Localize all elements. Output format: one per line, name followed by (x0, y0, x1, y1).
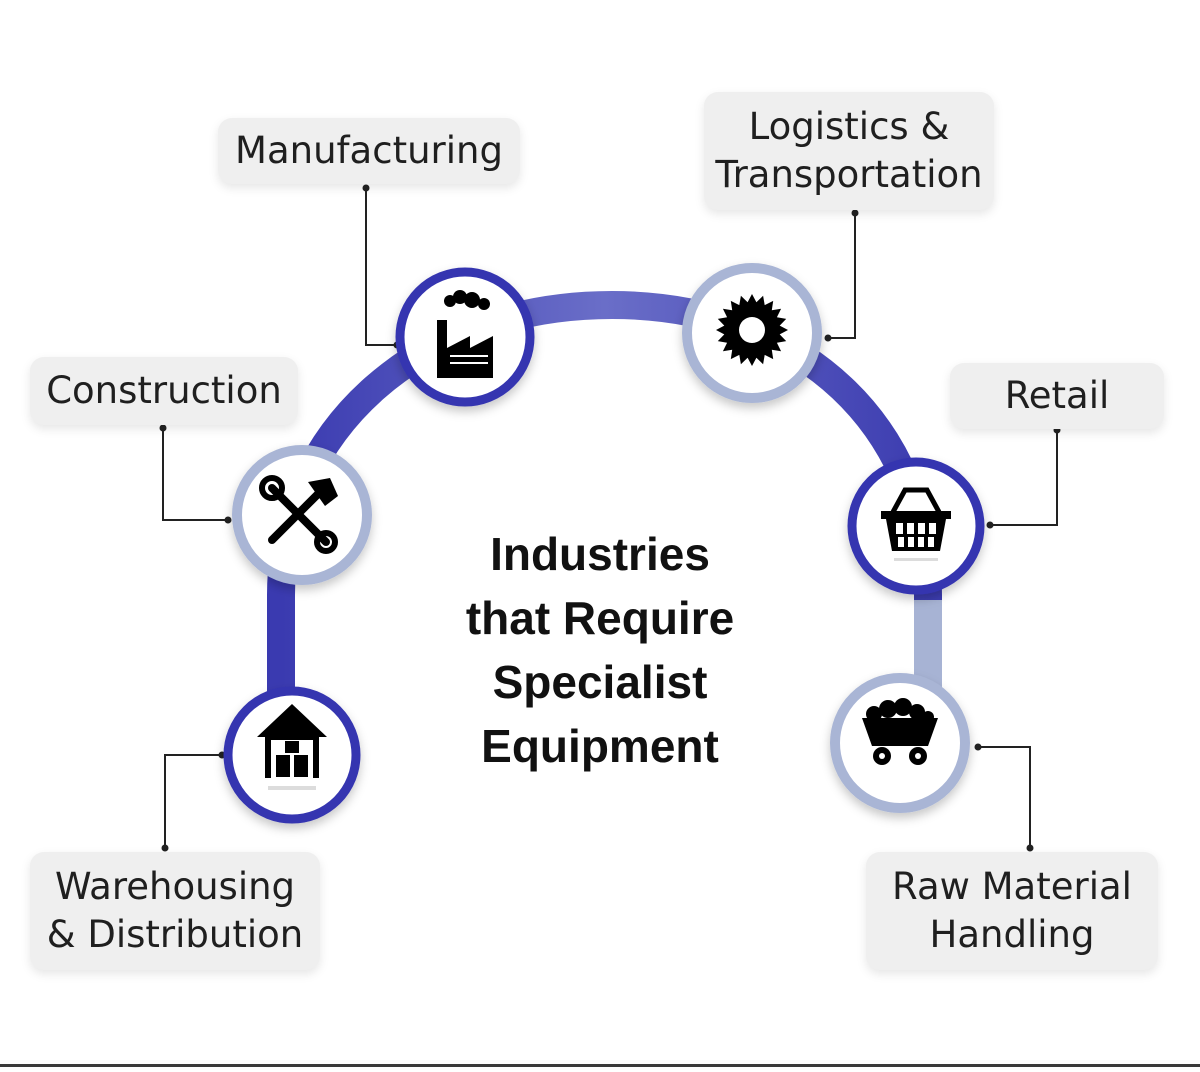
label-raw-material: Raw Material Handling (866, 852, 1158, 970)
connector-retail (990, 430, 1058, 526)
label-construction-text: Construction (46, 369, 282, 412)
label-warehousing: Warehousing & Distribution (30, 852, 320, 970)
connector-manufacturing (365, 188, 397, 346)
label-retail: Retail (950, 363, 1164, 429)
connector-raw-material (978, 746, 1031, 848)
connector-warehousing (164, 754, 222, 848)
label-raw-material-line-1: Raw Material (892, 865, 1132, 908)
label-warehousing-line-1: Warehousing (54, 865, 296, 908)
connector-dots (159, 184, 1061, 852)
label-manufacturing-text: Manufacturing (235, 129, 503, 172)
label-warehousing-line-2: & Distribution (46, 913, 304, 956)
connector-logistics (828, 213, 856, 339)
label-logistics: Logistics & Transportation (704, 92, 994, 210)
gear-icon (716, 294, 788, 366)
title-line-2: that Require (465, 592, 735, 644)
diagram-title: Industries that Require Specialist Equip… (400, 522, 800, 778)
title-line-4: Equipment (481, 720, 719, 772)
tools-icon (259, 475, 338, 554)
label-logistics-line-2: Transportation (715, 153, 983, 196)
connector-construction (162, 428, 228, 521)
label-construction: Construction (30, 357, 298, 425)
label-logistics-line-1: Logistics & (748, 105, 950, 148)
mine-cart-icon (862, 698, 938, 765)
label-retail-text: Retail (1004, 374, 1110, 417)
title-line-3: Specialist (492, 656, 708, 708)
bottom-divider (0, 1064, 1200, 1067)
connectors (162, 188, 1058, 848)
gear-hub (739, 317, 765, 343)
basket-icon (881, 487, 951, 561)
label-raw-material-line-2: Handling (929, 913, 1095, 956)
factory-icon (437, 290, 493, 378)
title-line-1: Industries (490, 528, 710, 580)
node-manufacturing (395, 267, 535, 407)
warehouse-icon (257, 704, 327, 790)
label-manufacturing: Manufacturing (218, 118, 520, 184)
